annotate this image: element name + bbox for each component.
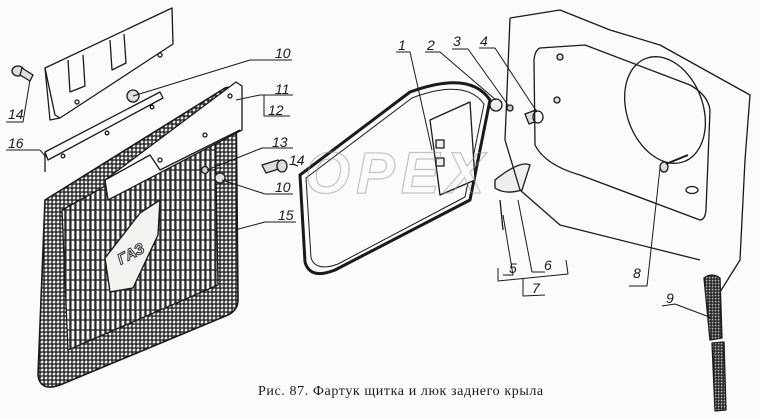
hinge-parts <box>489 98 544 125</box>
callout-6: 6 <box>544 257 552 273</box>
pin-8 <box>659 154 689 173</box>
door-frame-1 <box>298 81 492 276</box>
callout-16: 16 <box>8 135 24 151</box>
hose-9 <box>703 274 727 412</box>
callout-5: 5 <box>509 260 517 276</box>
callout-14b: 14 <box>289 152 305 168</box>
callout-10a: 10 <box>275 45 291 61</box>
callout-2: 2 <box>427 37 435 53</box>
bolt-14-middle <box>261 159 288 174</box>
callout-12: 12 <box>268 102 284 118</box>
mudflap-15: ГАЗ <box>37 81 243 388</box>
callout-1: 1 <box>398 37 406 53</box>
callout-8: 8 <box>633 265 641 281</box>
figure-caption: Рис. 87. Фартук щитка и люк заднего крыл… <box>258 384 544 399</box>
shield-plate-10 <box>44 7 174 121</box>
watermark: OPEX <box>304 140 491 206</box>
callout-14a: 14 <box>8 106 24 122</box>
callout-10b: 10 <box>275 179 291 195</box>
callout-15: 15 <box>278 207 294 223</box>
spring-latch <box>494 163 531 231</box>
strip-16 <box>44 89 164 172</box>
bolt-14-left <box>11 65 34 82</box>
leader-lines <box>6 47 713 319</box>
callout-11: 11 <box>275 81 290 97</box>
wing-panel <box>504 9 751 301</box>
callout-9: 9 <box>666 290 674 306</box>
callout-7: 7 <box>532 280 540 296</box>
callout-13: 13 <box>272 134 288 150</box>
callout-3: 3 <box>453 33 461 49</box>
callout-4: 4 <box>480 33 488 49</box>
